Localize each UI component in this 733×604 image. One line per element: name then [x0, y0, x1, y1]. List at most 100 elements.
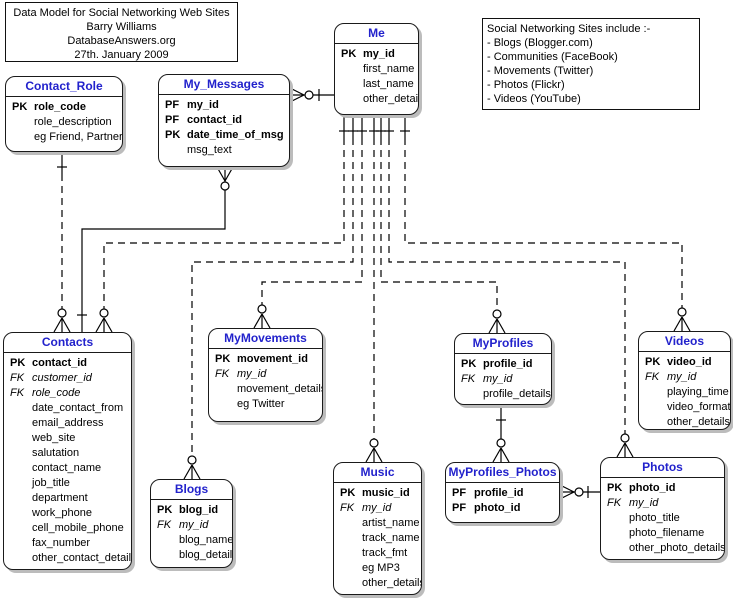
attribute-name: track_fmt [362, 547, 408, 559]
attribute-row: track_fmt [340, 546, 419, 561]
attribute-name: my_id [363, 48, 395, 60]
optional-circle-marker [187, 455, 197, 465]
entity-title: Music [334, 463, 421, 483]
attribute-row: eg MP3 [340, 561, 419, 576]
key-label: FK [645, 371, 660, 383]
key-label [341, 62, 363, 77]
attribute-row: other_photo_details [607, 541, 724, 556]
attribute-row: other_contact_details [10, 551, 132, 566]
attribute-name: msg_text [187, 144, 232, 156]
relationship-line [404, 138, 683, 312]
note-item-movements: - Movements (Twitter) [487, 65, 594, 77]
attribute-name: movement_details [237, 383, 323, 395]
crowfoot-marker [95, 317, 105, 333]
key-label [10, 446, 32, 461]
key-label [10, 476, 32, 491]
relationship-line [103, 138, 345, 313]
crowfoot-marker [559, 484, 575, 493]
key-label [215, 382, 237, 397]
attribute-row: job_title [10, 476, 129, 491]
key-label: FK [10, 372, 25, 384]
diagram-source: DatabaseAnswers.org [67, 35, 176, 47]
attribute-name: salutation [32, 447, 80, 459]
attribute-name: date_time_of_msg [187, 129, 284, 141]
attribute-name: eg MP3 [362, 562, 400, 574]
attribute-name: my_id [667, 371, 697, 383]
optional-circle-marker [574, 487, 584, 497]
key-label [10, 461, 32, 476]
key-label [157, 548, 179, 563]
attribute-name: customer_id [32, 372, 92, 384]
attribute-row: first_name [341, 62, 416, 77]
attribute-name: other_details [363, 93, 419, 105]
attribute-name: my_id [362, 502, 392, 514]
optional-circle-marker [304, 90, 314, 100]
optional-circle-marker [99, 308, 109, 318]
attribute-row: playing_time [645, 385, 729, 400]
note-item-photos: - Photos (Flickr) [487, 79, 565, 91]
optional-circle-marker [496, 438, 506, 448]
key-label: PK [157, 504, 173, 516]
key-label [10, 491, 32, 506]
optional-circle-marker [492, 309, 502, 319]
crowfoot-marker [488, 318, 498, 334]
attribute-name: photo_id [629, 482, 676, 494]
entity-title: Videos [639, 332, 730, 352]
diagram-title-box: Data Model for Social Networking Web Sit… [5, 2, 238, 62]
key-label [10, 521, 32, 536]
attribute-name: blog_name [179, 534, 233, 546]
entity-title: Blogs [151, 480, 232, 500]
attribute-name: music_id [362, 487, 410, 499]
attribute-name: web_site [32, 432, 76, 444]
diagram-date: 27th. January 2009 [74, 49, 169, 61]
key-label: PK [340, 487, 356, 499]
crowfoot-marker [500, 447, 510, 463]
note-item-videos: - Videos (YouTube) [487, 93, 581, 105]
crowfoot-marker [261, 313, 271, 329]
attribute-name: my_id [179, 519, 209, 531]
crowfoot-marker [673, 316, 683, 332]
attribute-name: role_description [34, 116, 112, 128]
attribute-row: blog_details [157, 548, 232, 563]
attribute-row: movement_details [215, 382, 323, 397]
crowfoot-marker [681, 316, 691, 332]
attribute-row: salutation [10, 446, 129, 461]
attribute-name: job_title [32, 477, 70, 489]
attribute-name: my_id [237, 368, 267, 380]
entity-title: MyProfiles_Photos [446, 463, 559, 483]
attribute-name: artist_name [362, 517, 420, 529]
entity-me[interactable]: MePKmy_idfirst_namelast_nameother_detail… [334, 23, 419, 115]
entity-title: Contact_Role [6, 77, 122, 97]
key-label: FK [461, 373, 476, 385]
attribute-name: profile_id [483, 358, 533, 370]
key-label [10, 551, 32, 566]
attribute-name: work_phone [32, 507, 92, 519]
attribute-name: other_contact_details [32, 552, 132, 564]
key-label [10, 431, 32, 446]
key-label: PF [165, 114, 180, 126]
relationship-line [81, 181, 226, 332]
key-label [165, 143, 187, 158]
